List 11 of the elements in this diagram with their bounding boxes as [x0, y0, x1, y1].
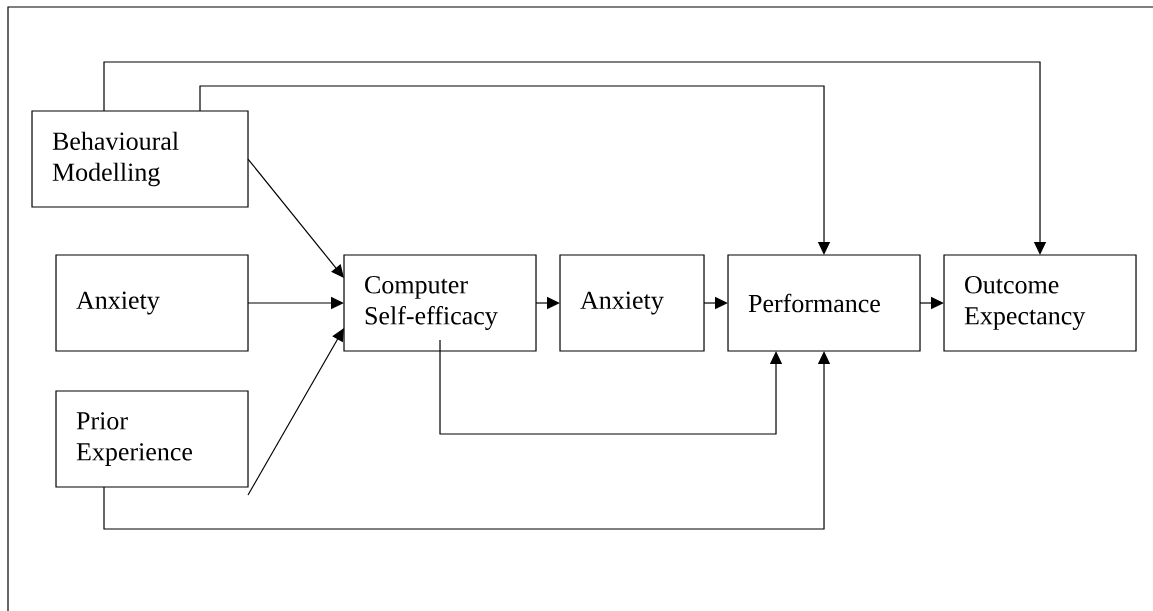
- process-box: Behavioural Modelling: [31, 110, 249, 208]
- process-box: Anxiety: [55, 254, 249, 352]
- process-box: Anxiety: [559, 254, 705, 352]
- arrow: [247, 328, 344, 496]
- process-box: Prior Experience: [55, 390, 249, 488]
- process-box: Computer Self-efficacy: [343, 254, 537, 352]
- process-box: Performance: [727, 254, 921, 352]
- arrow: [103, 61, 1047, 255]
- arrow: [247, 158, 344, 278]
- process-box: Outcome Expectancy: [943, 254, 1137, 352]
- arrow: [199, 85, 831, 255]
